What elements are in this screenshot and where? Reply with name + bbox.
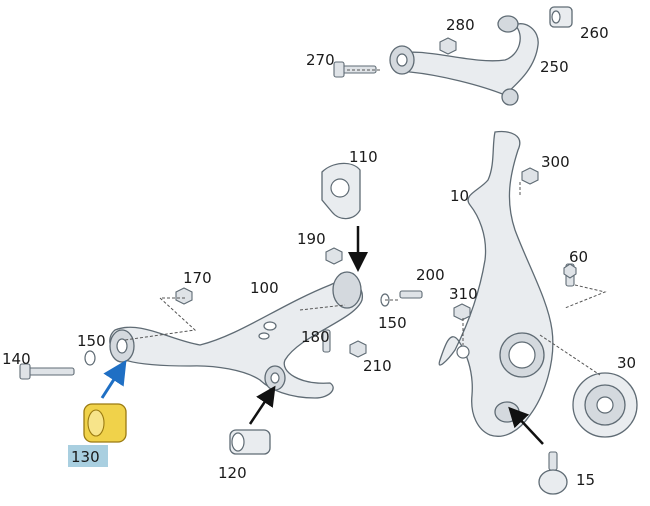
label-270: 270 xyxy=(306,51,335,69)
nut-210 xyxy=(349,340,367,358)
label-280: 280 xyxy=(446,16,475,34)
bolt-140 xyxy=(19,363,75,380)
lower-control-arm xyxy=(109,271,363,399)
label-15: 15 xyxy=(576,471,595,489)
bushing-120 xyxy=(229,429,271,455)
bolt-200 xyxy=(399,290,423,299)
label-30: 30 xyxy=(617,354,636,372)
nut-310 xyxy=(453,303,471,321)
label-110: 110 xyxy=(349,148,378,166)
bolt-60 xyxy=(563,263,577,287)
nut-300 xyxy=(521,167,539,185)
nut-170 xyxy=(175,287,193,305)
label-300: 300 xyxy=(541,153,570,171)
bolt-190 xyxy=(325,247,343,265)
nut-280 xyxy=(439,37,457,55)
leader-lines xyxy=(124,69,607,376)
bolt-180 xyxy=(322,329,331,353)
bracket-110 xyxy=(321,162,361,220)
washer-150-left xyxy=(84,350,96,366)
label-260: 260 xyxy=(580,24,609,42)
label-130: 130 xyxy=(71,448,100,466)
label-180: 180 xyxy=(301,328,330,346)
bushing-260 xyxy=(549,6,573,28)
ball-joint-15 xyxy=(538,451,568,495)
label-60: 60 xyxy=(569,248,588,266)
label-150-left: 150 xyxy=(77,332,106,350)
label-170: 170 xyxy=(183,269,212,287)
label-200: 200 xyxy=(416,266,445,284)
label-130-highlight xyxy=(68,445,108,467)
upper-control-arm xyxy=(389,15,539,106)
bushing-130 xyxy=(83,403,127,443)
label-140: 140 xyxy=(2,350,31,368)
label-150-right: 150 xyxy=(378,314,407,332)
label-120: 120 xyxy=(218,464,247,482)
label-310: 310 xyxy=(449,285,478,303)
wheel-hub-30 xyxy=(572,372,638,438)
label-10: 10 xyxy=(450,187,469,205)
label-100: 100 xyxy=(250,279,279,297)
label-190: 190 xyxy=(297,230,326,248)
label-210: 210 xyxy=(363,357,392,375)
steering-knuckle xyxy=(438,130,554,437)
label-250: 250 xyxy=(540,58,569,76)
arrows xyxy=(100,226,544,445)
